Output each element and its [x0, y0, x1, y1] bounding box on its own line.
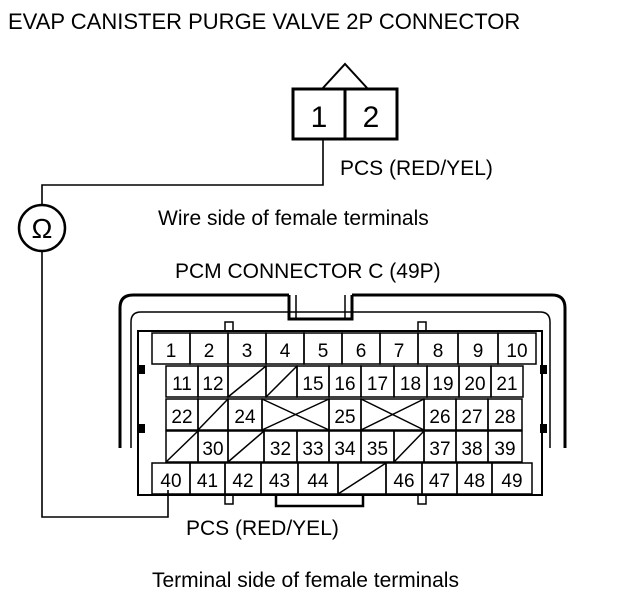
- pcm-terminal-39: 39: [494, 439, 515, 460]
- pcm-terminal-32: 32: [270, 439, 291, 460]
- pcm-terminal-41: 41: [197, 471, 218, 492]
- pcm-cavity-unused: [165, 430, 199, 463]
- pcm-terminal-27: 27: [461, 407, 482, 428]
- pcm-terminal-5: 5: [318, 341, 329, 362]
- test-wire-upper: [41, 139, 324, 205]
- pcm-terminal-35: 35: [367, 439, 388, 460]
- purge-pin-1: 1: [311, 101, 328, 134]
- pcm-terminal-24: 24: [234, 407, 256, 428]
- pcm-connector-title: PCM CONNECTOR C (49P): [175, 260, 441, 283]
- pcm-cavity-unused: [265, 365, 298, 398]
- ohmmeter-icon: Ω: [17, 203, 67, 253]
- pcm-terminal-10: 10: [506, 341, 527, 362]
- pcm-cavity-crossed: [360, 398, 425, 431]
- diagram-title: EVAP CANISTER PURGE VALVE 2P CONNECTOR: [8, 9, 520, 34]
- pcm-terminal-19: 19: [432, 374, 453, 395]
- pcm-cavity-crossed: [261, 398, 330, 431]
- pcm-terminal-30: 30: [202, 439, 223, 460]
- pcm-cavity-unused: [197, 398, 229, 431]
- purge-pin-2: 2: [363, 101, 380, 134]
- purge-view-label: Wire side of female terminals: [158, 207, 429, 230]
- pcm-cavity-unused: [337, 462, 387, 495]
- pcm-connector-housing: [118, 293, 567, 508]
- pcm-terminal-47: 47: [429, 471, 450, 492]
- pcm-terminal-20: 20: [464, 374, 485, 395]
- pcm-terminal-40: 40: [160, 471, 181, 492]
- pcm-wire-label: PCS (RED/YEL): [186, 517, 339, 540]
- pcm-terminal-28: 28: [494, 407, 515, 428]
- pcm-terminal-49: 49: [501, 471, 522, 492]
- pcm-terminal-34: 34: [334, 439, 356, 460]
- pcm-terminal-18: 18: [400, 374, 421, 395]
- pcm-terminal-33: 33: [302, 439, 323, 460]
- pcm-terminal-37: 37: [429, 439, 450, 460]
- pcm-terminal-38: 38: [461, 439, 482, 460]
- pcm-terminal-43: 43: [269, 471, 290, 492]
- purge-valve-connector: 1 2: [291, 62, 399, 141]
- pcm-terminal-17: 17: [367, 374, 388, 395]
- ohm-symbol: Ω: [32, 213, 53, 244]
- pcm-terminal-2: 2: [204, 341, 215, 362]
- pcm-terminal-42: 42: [232, 471, 253, 492]
- pcm-terminal-26: 26: [429, 407, 450, 428]
- pcm-terminal-15: 15: [302, 374, 323, 395]
- pcm-terminal-25: 25: [334, 407, 355, 428]
- pcm-terminal-6: 6: [356, 341, 367, 362]
- pcm-terminal-22: 22: [171, 407, 192, 428]
- test-wire-lower: [41, 251, 169, 518]
- pcm-terminal-3: 3: [242, 341, 253, 362]
- pcm-view-label: Terminal side of female terminals: [152, 569, 459, 592]
- pcm-terminal-7: 7: [394, 341, 405, 362]
- purge-wire-label: PCS (RED/YEL): [340, 157, 493, 180]
- pcm-terminal-11: 11: [172, 374, 192, 395]
- pcm-terminal-16: 16: [334, 374, 355, 395]
- pcm-terminal-9: 9: [473, 341, 484, 362]
- pcm-terminal-1: 1: [166, 341, 177, 362]
- pcm-cavity-unused: [393, 430, 425, 463]
- pcm-cavity-unused: [227, 365, 267, 398]
- pcm-cavity-unused: [227, 430, 265, 463]
- pcm-terminal-8: 8: [433, 341, 444, 362]
- pcm-terminal-12: 12: [202, 374, 223, 395]
- pcm-terminal-46: 46: [393, 471, 414, 492]
- pcm-terminal-48: 48: [464, 471, 485, 492]
- pcm-terminal-21: 21: [496, 374, 517, 395]
- pcm-terminal-4: 4: [280, 341, 291, 362]
- pcm-terminal-44: 44: [307, 471, 329, 492]
